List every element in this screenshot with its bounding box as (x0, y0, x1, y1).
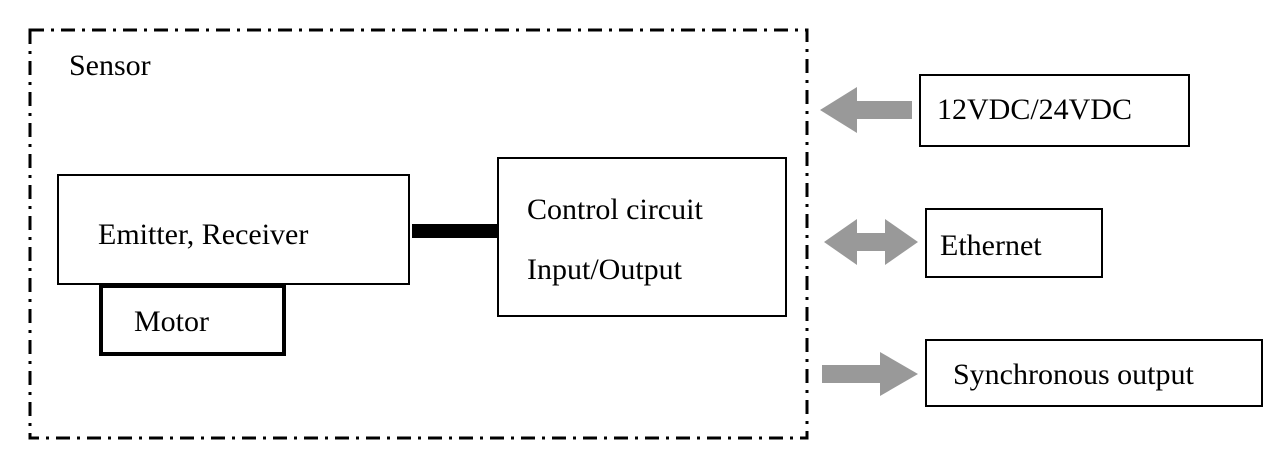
ethernet-bidirectional-arrow-icon (824, 219, 918, 265)
control-circuit-label: Control circuit (527, 193, 703, 226)
sync-output-box (925, 339, 1263, 407)
input-output-label: Input/Output (527, 253, 682, 286)
control-circuit-box (497, 157, 787, 317)
motor-label: Motor (134, 305, 209, 338)
sensor-boundary (28, 28, 809, 440)
power-supply-box (919, 74, 1190, 147)
sync-output-arrow-icon (822, 352, 918, 396)
power-arrow-icon (820, 87, 912, 133)
power-label: 12VDC/24VDC (937, 93, 1133, 126)
sync-output-label: Synchronous output (953, 358, 1194, 391)
sensor-label: Sensor (69, 49, 151, 82)
connection-line (412, 224, 500, 238)
emitter-receiver-label: Emitter, Receiver (98, 218, 309, 251)
ethernet-box (925, 208, 1103, 278)
motor-box (99, 284, 286, 356)
ethernet-label: Ethernet (940, 229, 1042, 262)
